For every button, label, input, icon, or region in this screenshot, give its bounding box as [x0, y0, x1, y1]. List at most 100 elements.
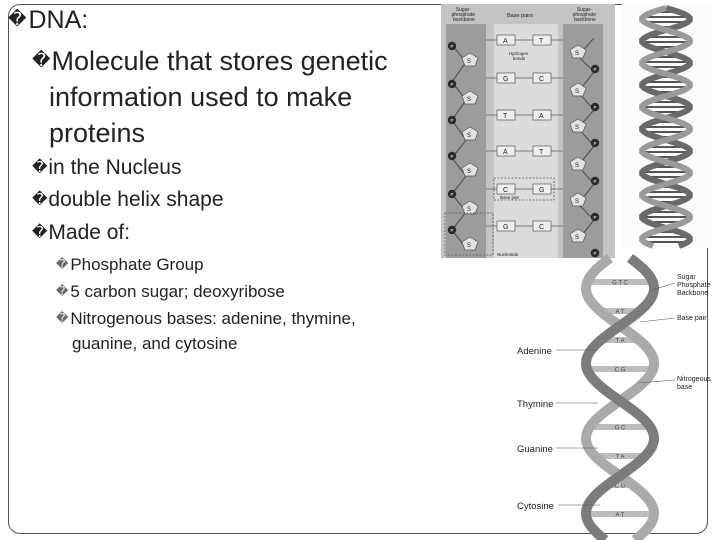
right-phosphate-letter: P: [594, 67, 597, 72]
helix-rung-label: A T: [616, 513, 625, 519]
base-right-letter: T: [539, 149, 544, 156]
left-sugar-letter: S: [467, 243, 471, 249]
helix-rung-label: G T C: [612, 281, 628, 287]
bullet-nucleus-text: in the Nucleus: [48, 156, 182, 179]
left-sugar-pentagon: [461, 236, 479, 251]
right-phosphate-circle: [590, 102, 600, 112]
bullet-nucleus: �in the Nucleus: [32, 156, 181, 180]
base-left-letter: A: [503, 38, 508, 45]
backbone-line: Phosphate: [677, 282, 711, 289]
left-phosphate-letter: P: [451, 118, 454, 123]
base-left-box: [496, 34, 516, 46]
left-phosphate-letter: P: [451, 82, 454, 87]
label-thymine: Thymine: [517, 399, 553, 410]
label-nitrogenous-base: Nitrogeous base: [677, 376, 713, 391]
helix-rung-label: T A: [616, 455, 625, 461]
right-sugar-pentagon: [569, 44, 587, 59]
subbullet-sugar-text: 5 carbon sugar; deoxyribose: [70, 282, 285, 301]
bullet-double-helix: �double helix shape: [32, 188, 224, 212]
subbullet-glyph: �: [56, 257, 69, 271]
leader-nitrogenous-base: [637, 379, 676, 384]
base-right-letter: A: [539, 113, 544, 120]
left-phosphate-circle: [447, 79, 457, 89]
subbullet-bases-cont: guanine, and cytosine: [72, 331, 237, 356]
right-sugar-letter: S: [575, 89, 579, 95]
right-sugar-letter: S: [575, 163, 579, 169]
right-phosphate-circle: [590, 64, 600, 74]
label-sugar-phosphate-backbone: Sugar Phosphate Backbone: [677, 274, 712, 297]
label-guanine: Guanine: [517, 444, 553, 455]
helix-rung-label: C G: [615, 484, 626, 490]
right-phosphate-circle: [590, 248, 600, 258]
left-sugar-pentagon: [461, 90, 479, 105]
right-sugar-letter: S: [575, 199, 579, 205]
left-sugar-pentagon: [461, 126, 479, 141]
left-backbone-label: Sugar- phosphate backbone: [452, 7, 477, 23]
base-left-letter: A: [503, 149, 508, 156]
bullet-glyph: �: [32, 190, 48, 208]
base-right-box: [532, 183, 552, 195]
left-sugar-letter: S: [467, 59, 471, 65]
base-right-box: [532, 34, 552, 46]
base-right-box: [532, 109, 552, 121]
bullet-molecule-line1: Molecule that stores genetic: [51, 46, 388, 76]
base-right-letter: C: [539, 76, 544, 83]
subbullet-bases-text: Nitrogenous bases: adenine, thymine,: [70, 309, 356, 328]
left-sugar-letter: S: [467, 133, 471, 139]
right-sugar-pentagon: [569, 156, 587, 171]
base-left-letter: C: [503, 187, 508, 194]
left-phosphate-letter: P: [451, 192, 454, 197]
subbullet-glyph: �: [56, 284, 69, 298]
base-pair-diagram: Sugar- phosphate backbone Base pairs Sug…: [441, 4, 615, 258]
right-backbone-line: backbone: [574, 17, 596, 23]
base-left-box: [496, 183, 516, 195]
left-sugar-pentagon: [461, 200, 479, 215]
nucleotide-label: Nucleotide: [497, 252, 519, 257]
left-sugar-letter: S: [467, 169, 471, 175]
slide-frame: [8, 4, 708, 534]
left-sugar-pentagon: [461, 162, 479, 177]
right-backbone-line: phosphate: [573, 12, 597, 18]
right-phosphate-circle: [590, 212, 600, 222]
base-right-letter: G: [539, 187, 544, 194]
subbullet-phosphate: �Phosphate Group: [56, 252, 204, 277]
left-phosphate-letter: P: [451, 154, 454, 159]
bullet-molecule-line3: proteins: [49, 118, 146, 148]
right-phosphate-circle: [590, 176, 600, 186]
left-sugar-letter: S: [467, 97, 471, 103]
right-sugar-pentagon: [569, 192, 587, 207]
subbullet-bases: �Nitrogenous bases: adenine, thymine,: [56, 306, 356, 331]
hydrogen-bonds-line: Hydrogen: [509, 51, 529, 56]
base-left-letter: G: [503, 224, 508, 231]
subbullet-sugar: �5 carbon sugar; deoxyribose: [56, 279, 285, 304]
left-backbone-line: Sugar-: [456, 7, 471, 13]
left-backbone-line: backbone: [453, 17, 475, 23]
right-sugar-letter: S: [575, 235, 579, 241]
base-pair-column: [494, 24, 558, 258]
leader-backbone: [651, 282, 676, 291]
base-pair-label: Base pair: [500, 195, 520, 200]
labeled-helix-diagram: G T CA TT AC GA TG CT AC GA T Adenine Th…: [517, 253, 713, 540]
left-sugar-pentagon: [461, 52, 479, 67]
hydrogen-bonds-line: bonds: [513, 56, 526, 61]
label-cytosine: Cytosine: [517, 501, 554, 512]
hydrogen-bonds-label: Hydrogen bonds: [509, 51, 530, 61]
label-adenine: Adenine: [517, 346, 552, 357]
helix-rung-label: G C: [615, 426, 626, 432]
bullet-glyph: �: [32, 50, 51, 71]
bullet-molecule-line2: information used to make: [49, 82, 353, 112]
helix-strand-front: [580, 253, 660, 540]
left-backbone-line: phosphate: [452, 12, 476, 18]
base-right-letter: T: [539, 38, 544, 45]
right-sugar-letter: S: [575, 51, 579, 57]
base-left-box: [496, 72, 516, 84]
right-sugar-letter: S: [575, 125, 579, 131]
bullet-molecule: �Molecule that stores genetic: [32, 44, 388, 78]
left-sugar-letter: S: [467, 207, 471, 213]
helix-strip-strand-b: [639, 5, 693, 249]
title-bullet: �: [8, 9, 27, 30]
helix-rung-label: A T: [616, 310, 625, 316]
base-left-box: [496, 220, 516, 232]
backbone-line: Sugar: [677, 274, 696, 281]
